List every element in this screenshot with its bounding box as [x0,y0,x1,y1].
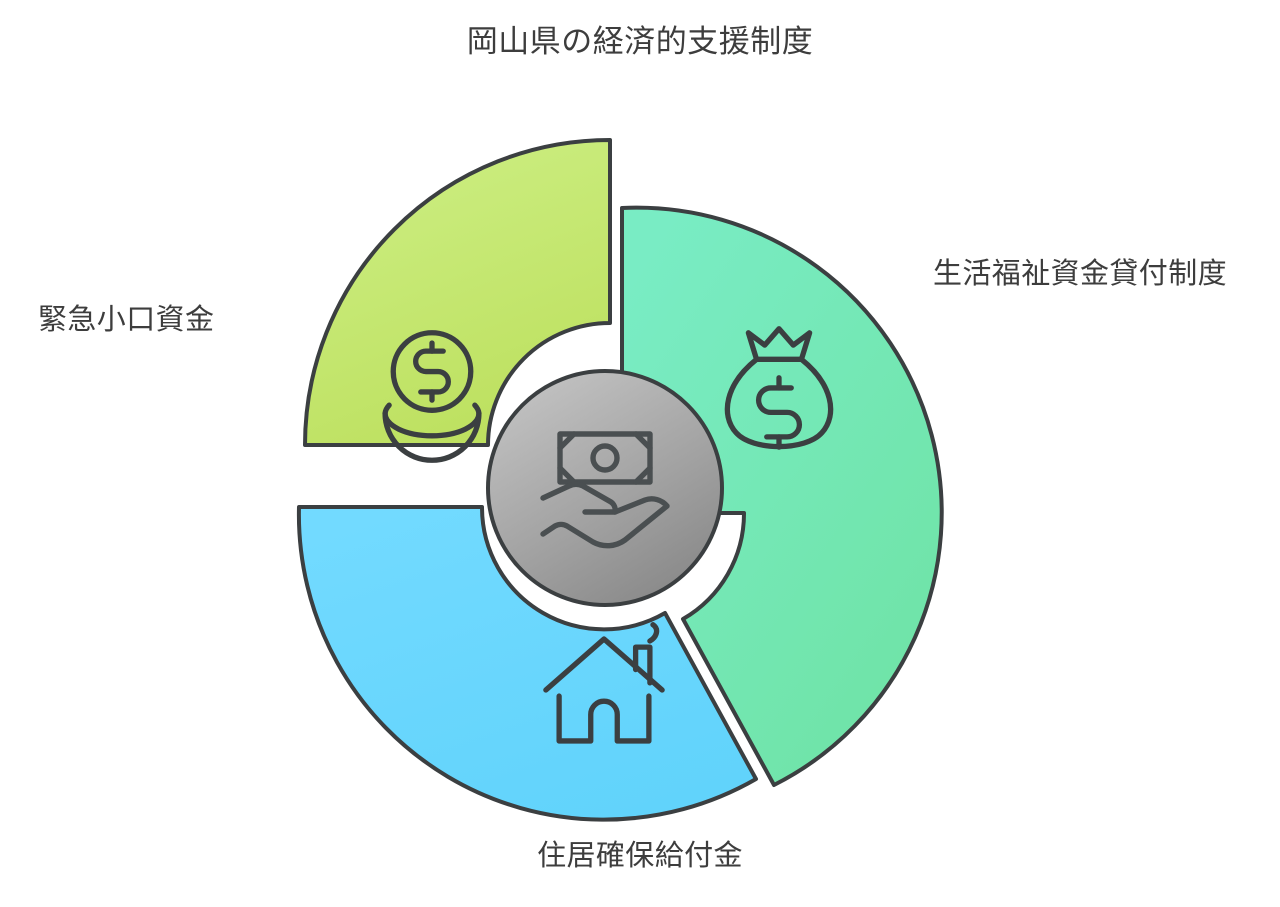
segment-left[interactable] [303,138,612,447]
money-in-hand-icon [540,431,670,549]
diagram-title: 岡山県の経済的支援制度 [466,24,814,59]
segment-right[interactable] [620,205,944,787]
center-hub[interactable] [486,369,724,607]
segment-label-right: 生活福祉資金貸付制度 [933,258,1228,290]
segment-label-left: 緊急小口資金 [38,304,215,336]
segment-label-bottom: 住居確保給付金 [537,840,743,872]
coin-in-bowl-icon [382,330,482,463]
money-bag-icon [724,326,834,450]
house-icon [543,622,665,744]
